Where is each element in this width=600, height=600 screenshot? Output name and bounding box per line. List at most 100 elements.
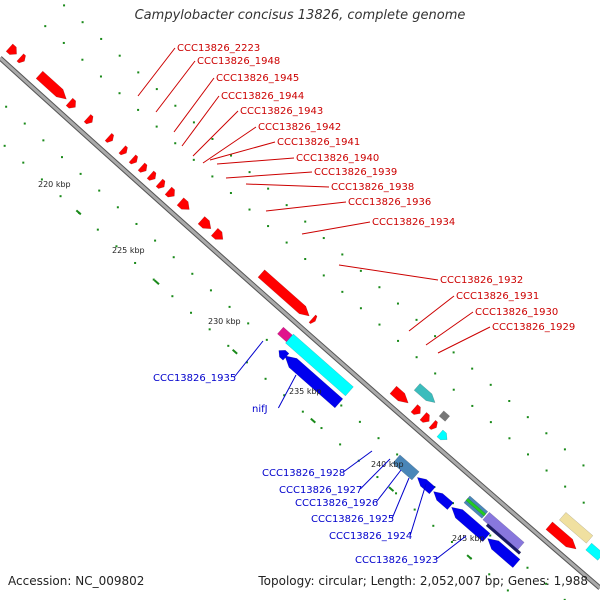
gene-label-forward: CCC13826_1943 xyxy=(240,106,323,117)
tick-dot xyxy=(396,453,399,456)
tick-dot xyxy=(81,21,84,24)
tick-dot xyxy=(44,25,47,28)
tick-dot xyxy=(452,388,455,391)
forward-cds-arrow xyxy=(118,145,128,156)
gene-label-leader-line xyxy=(233,340,264,378)
tick-dot xyxy=(582,501,585,504)
accession-label: Accession: NC_009802 xyxy=(8,574,145,588)
gene-label-forward: CCC13826_1945 xyxy=(216,73,299,84)
gene-label-leader-line xyxy=(409,483,427,536)
reverse-cds-arrow xyxy=(284,355,344,409)
tick-dot xyxy=(359,307,362,310)
tick-dot xyxy=(227,344,230,347)
tick-dot xyxy=(563,598,566,600)
gene-label-forward: CCC13826_1944 xyxy=(221,91,304,102)
forward-cds-arrow xyxy=(65,97,76,109)
tick-dot xyxy=(22,161,25,164)
tick-dot xyxy=(229,192,232,195)
tick-dot xyxy=(116,206,119,209)
gene-label-forward: CCC13826_1931 xyxy=(456,291,539,302)
tick-dot xyxy=(59,195,62,198)
scale-kbp-label: 235 kbp xyxy=(289,387,322,396)
tick-dot xyxy=(172,256,175,259)
gene-label-forward: CCC13826_1948 xyxy=(197,56,280,67)
reverse-cds-arrow xyxy=(487,538,521,569)
cyan-cds-arrow xyxy=(285,333,354,397)
tick-dot xyxy=(60,156,63,159)
tick-dot xyxy=(432,524,435,527)
tick-dot xyxy=(341,290,344,293)
forward-cds-arrow xyxy=(308,314,318,325)
major-tick xyxy=(310,417,316,424)
tick-dot xyxy=(211,137,214,140)
tick-dot xyxy=(192,121,195,124)
steel-feature xyxy=(392,454,420,481)
gene-label-leader-line xyxy=(343,450,373,473)
forward-cds-arrow xyxy=(137,162,148,173)
gene-label-leader-line xyxy=(375,469,402,503)
forward-cds-arrow xyxy=(389,385,409,404)
forward-cds-arrow xyxy=(155,178,166,189)
tick-dot xyxy=(376,476,379,479)
tick-dot xyxy=(415,318,418,321)
tick-dot xyxy=(564,485,567,488)
tick-dot xyxy=(301,410,304,413)
tick-dot xyxy=(434,335,437,338)
forward-cds-arrow xyxy=(35,70,67,100)
tick-dot xyxy=(413,508,416,511)
gene-label-leader-line xyxy=(277,374,297,409)
tick-dot xyxy=(96,228,99,231)
gene-label-forward: CCC13826_1941 xyxy=(277,137,360,148)
forward-cds-arrow xyxy=(428,419,438,430)
tick-dot xyxy=(62,41,65,44)
tick-dot xyxy=(377,437,380,440)
tick-dot xyxy=(320,427,323,430)
tick-dot xyxy=(99,75,102,78)
tick-dot xyxy=(79,172,82,175)
gene-label-forward: CCC13826_1938 xyxy=(331,182,414,193)
gene-label-leader-line xyxy=(225,171,313,179)
gene-label-reverse: CCC13826_1923 xyxy=(355,555,438,566)
major-tick xyxy=(388,486,395,492)
forward-cds-arrow xyxy=(176,197,190,210)
tick-dot xyxy=(265,338,268,341)
tick-dot xyxy=(488,573,491,576)
gene-label-leader-line xyxy=(181,95,220,147)
dark-stripe-feature xyxy=(485,523,522,555)
tick-dot xyxy=(264,377,267,380)
forward-cds-arrow xyxy=(164,186,175,198)
tick-dot xyxy=(267,187,270,190)
forward-cds-arrow xyxy=(197,216,212,230)
tick-dot xyxy=(174,142,177,145)
tick-dot xyxy=(322,274,325,277)
tick-dot xyxy=(137,71,140,74)
gene-label-leader-line xyxy=(265,201,347,212)
tick-dot xyxy=(81,58,84,61)
gene-label-reverse: CCC13826_1925 xyxy=(311,514,394,525)
tick-dot xyxy=(155,125,158,128)
tick-dot xyxy=(247,322,250,325)
forward-cds-arrow xyxy=(146,170,157,181)
tick-dot xyxy=(396,302,399,305)
tick-dot xyxy=(378,286,381,289)
tick-dot xyxy=(304,220,307,223)
gene-label-reverse: CCC13826_1928 xyxy=(262,468,345,479)
forward-cds-arrow xyxy=(104,132,115,143)
gene-label-leader-line xyxy=(338,264,439,281)
gene-label-leader-line xyxy=(216,157,295,165)
topology-label: Topology: circular; Length: 2,052,007 bp… xyxy=(258,574,588,588)
tick-dot xyxy=(285,204,288,207)
gene-label-leader-line xyxy=(435,535,467,560)
forward-cds-arrow xyxy=(410,404,421,415)
forward-cds-arrow xyxy=(83,114,94,125)
tick-dot xyxy=(471,404,474,407)
tick-dot xyxy=(191,272,194,275)
tick-dot xyxy=(248,208,251,211)
tick-dot xyxy=(5,105,8,108)
forward-cds-arrow xyxy=(128,154,139,165)
tick-dot xyxy=(545,432,548,435)
gene-label-forward: CCC13826_1932 xyxy=(440,275,523,286)
gene-label-forward: CCC13826_1940 xyxy=(296,153,379,164)
tick-dot xyxy=(471,367,474,370)
